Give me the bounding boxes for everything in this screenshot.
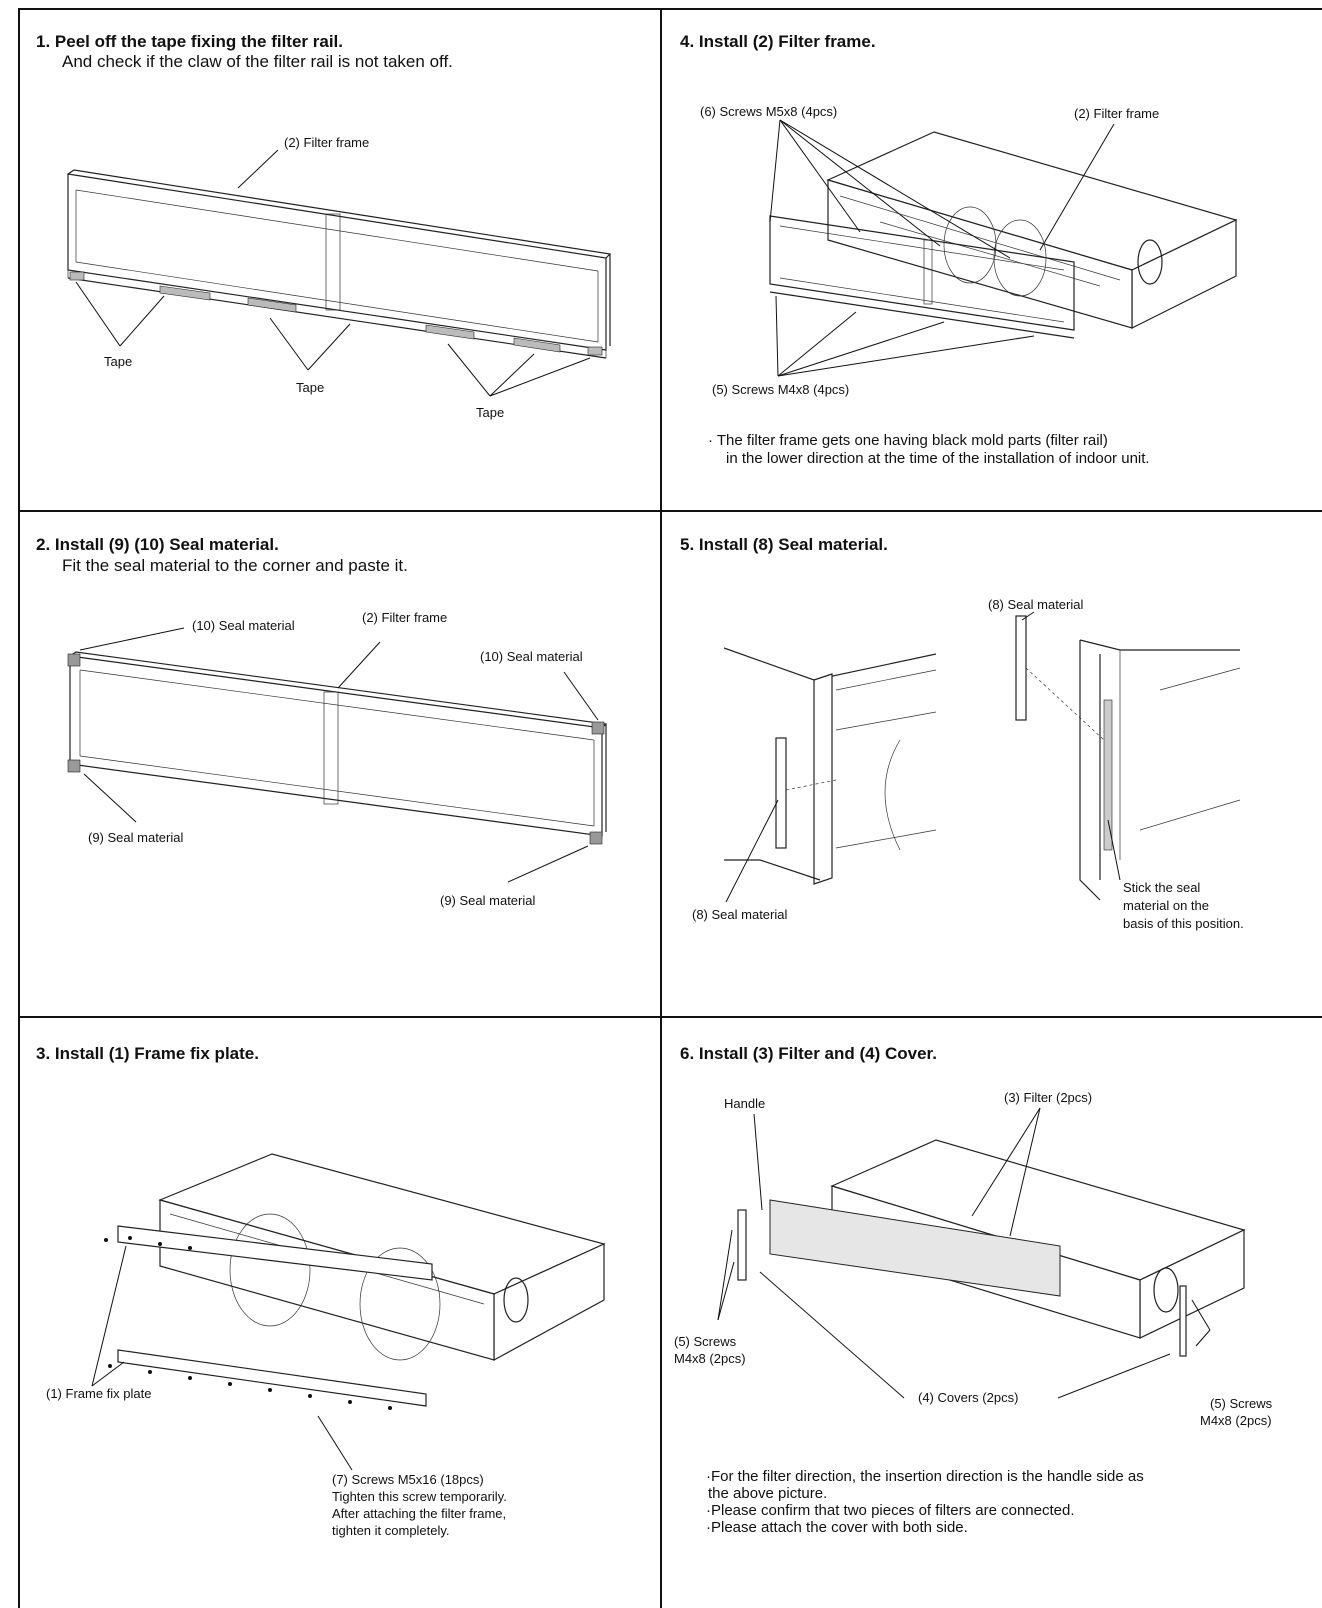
filter-grid [769, 1199, 1061, 1297]
step-3-screws-line-1: (7) Screws M5x16 (18pcs) [332, 1472, 484, 1487]
step-4-note-line-1: · The filter frame gets one having black… [708, 432, 1108, 449]
step-2-filter-frame-label: (2) Filter frame [362, 610, 448, 625]
step-1-subtitle: And check if the claw of the filter rail… [62, 52, 453, 71]
step-1-tape-label-a: Tape [104, 354, 133, 369]
step-2-seal10-left-label: (10) Seal material [192, 618, 295, 633]
step-6-title: 6. Install (3) Filter and (4) Cover. [680, 1044, 937, 1063]
step-2-seal9-left-label: (9) Seal material [88, 830, 184, 845]
step-6-handle-label: Handle [724, 1096, 766, 1111]
step-2-title: 2. Install (9) (10) Seal material. [36, 535, 279, 554]
step-6-screws-left-line-2: M4x8 (2pcs) [674, 1351, 746, 1366]
step-1-filter-frame-label: (2) Filter frame [284, 135, 370, 150]
step-6-note-line-1: ·For the filter direction, the insertion… [706, 1468, 1144, 1485]
step-6-screws-left-line-1: (5) Screws [674, 1334, 737, 1349]
step-4-screws-m4-label: (5) Screws M4x8 (4pcs) [712, 382, 850, 397]
step-2-seal9-right-label: (9) Seal material [440, 893, 536, 908]
step-5-stick-line-3: basis of this position. [1123, 916, 1244, 931]
step-6-covers-label: (4) Covers (2pcs) [918, 1390, 1019, 1405]
step-5-seal-top-label: (8) Seal material [988, 597, 1084, 612]
border-row1 [18, 510, 1322, 512]
step-1-tape-label-c: Tape [476, 405, 505, 420]
unit-filter-frame-drawing [769, 119, 1238, 377]
filter-frame-drawing [67, 149, 612, 397]
step-6-note-line-4: ·Please attach the cover with both side. [706, 1519, 968, 1536]
border-left [18, 8, 20, 1608]
step-1-title: 1. Peel off the tape fixing the filter r… [36, 32, 344, 51]
step-4-filter-frame-label: (2) Filter frame [1074, 106, 1160, 121]
step-2-seal10-right-label: (10) Seal material [480, 649, 583, 664]
step-3-title: 3. Install (1) Frame fix plate. [36, 1044, 259, 1063]
step-6-note-line-2: the above picture. [708, 1485, 828, 1502]
step-5-stick-line-2: material on the [1123, 898, 1209, 913]
step-6-filter-label: (3) Filter (2pcs) [1004, 1090, 1093, 1105]
border-center [660, 8, 662, 1608]
screw-dots [104, 1236, 392, 1410]
step-6-screws-right-line-1: (5) Screws [1210, 1396, 1273, 1411]
step-5-stick-line-1: Stick the seal [1123, 880, 1201, 895]
step-4-note-line-2: in the lower direction at the time of th… [726, 450, 1150, 467]
step-5-title: 5. Install (8) Seal material. [680, 535, 888, 554]
step-3-screws-line-4: tighten it completely. [332, 1523, 450, 1538]
border-row2 [18, 1016, 1322, 1018]
seal-material-frame-drawing [67, 627, 608, 883]
step-6-note-line-3: ·Please confirm that two pieces of filte… [706, 1502, 1075, 1519]
step-5-seal-bottom-label: (8) Seal material [692, 907, 788, 922]
step-6-screws-right-line-2: M4x8 (2pcs) [1200, 1413, 1272, 1428]
step-2-subtitle: Fit the seal material to the corner and … [62, 556, 408, 575]
tape-patches [69, 271, 603, 356]
step-3-screws-line-3: After attaching the filter frame, [332, 1506, 507, 1521]
step-4-title: 4. Install (2) Filter frame. [680, 32, 876, 51]
step-3-screws-line-2: Tighten this screw temporarily. [332, 1489, 507, 1504]
step-1-tape-label-b: Tape [296, 380, 325, 395]
border-top [18, 8, 1322, 10]
frame-fix-plate-drawing [91, 1153, 606, 1471]
seal-material-closeup-drawing [723, 611, 1241, 903]
step-4-screws-m5-label: (6) Screws M5x8 (4pcs) [700, 104, 838, 119]
step-3-frame-fix-plate-label: (1) Frame fix plate [46, 1386, 152, 1401]
